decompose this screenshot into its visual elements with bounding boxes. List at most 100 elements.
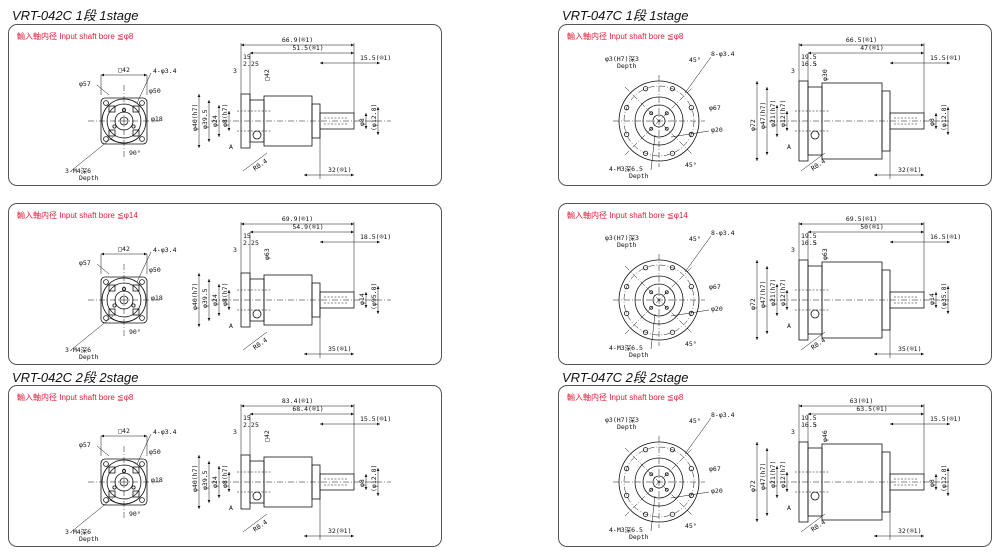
corner-pocket xyxy=(132,466,140,474)
square-flange xyxy=(100,458,148,506)
leader-line xyxy=(670,309,710,317)
leader-line xyxy=(684,56,712,94)
flange-width-label: 19.5 xyxy=(801,53,817,61)
leader-line xyxy=(670,130,710,138)
boss-circle xyxy=(642,283,676,317)
output-pcd-label: (φ95.8) xyxy=(370,283,378,310)
pilot-diameter-label: φ47(h7) xyxy=(759,463,767,490)
leader-line xyxy=(96,445,110,457)
step-width-label: 2.2 xyxy=(243,421,255,429)
mounting-hole xyxy=(688,284,694,290)
mounting-hole xyxy=(139,136,145,142)
pilot-diameter-label: φ47(h7) xyxy=(759,102,767,129)
mounting-hole xyxy=(103,136,109,142)
mounting-hole xyxy=(643,329,649,335)
boss-diameter-label: φ18 xyxy=(151,476,163,484)
pin-hole-depth-label: Depth xyxy=(617,241,637,249)
tap-hole xyxy=(112,124,117,129)
flange-diameter-label: φ63 xyxy=(263,248,271,260)
leader-line xyxy=(70,497,114,533)
output-shaft-label: φ8 xyxy=(928,479,936,487)
body-diameter-label: φ72 xyxy=(749,119,757,131)
body-length-label: 54.9(®1) xyxy=(292,223,323,231)
mounting-hole xyxy=(103,497,109,503)
mounting-hole xyxy=(669,86,675,92)
flange-size-label: □42 xyxy=(118,66,130,74)
pcd-label: φ67 xyxy=(709,104,721,112)
pcd-circle xyxy=(623,85,695,157)
mounting-hole xyxy=(688,131,694,137)
boss-diameter-label: φ21(h7) xyxy=(769,279,777,306)
output-pcd-label: (φ12.8) xyxy=(370,104,378,131)
tap-label: 3-M4深6 xyxy=(65,166,91,175)
flange-width-label: 15 xyxy=(243,53,251,61)
pilot-diameter-label: φ39.5 xyxy=(201,109,209,129)
leader-line xyxy=(70,136,114,172)
pilot-circle xyxy=(106,103,142,139)
flange-width-label: 15 xyxy=(243,414,251,422)
small-step-label: 3 xyxy=(791,428,795,436)
mounting-holes-label: 4-φ3.4 xyxy=(153,428,177,436)
mounting-hole xyxy=(103,461,109,467)
angle-arc xyxy=(109,136,140,144)
pilot-circle xyxy=(106,464,142,500)
leader-line xyxy=(136,72,152,104)
input-shaft-bore-note: 輸入軸内径 Input shaft bore ≦φ8 xyxy=(567,32,684,41)
boss-diameter-label: φ24 xyxy=(211,115,219,127)
output-shaft-label: φ8 xyxy=(358,118,366,126)
output-shaft xyxy=(889,291,925,309)
panel-2-title: VRT-047C 1段 1stage xyxy=(562,8,689,23)
shaft-length-label: 15.5(®1) xyxy=(930,415,961,423)
shaft-length-label: 15.5(®1) xyxy=(360,54,391,62)
corner-pocket xyxy=(108,129,116,137)
output-shaft xyxy=(889,473,925,491)
angle-label: 90° xyxy=(129,328,141,336)
step-width-label: 16.5 xyxy=(801,421,817,429)
clamp-screw xyxy=(810,309,820,319)
mounting-hole xyxy=(688,310,694,316)
leader-line xyxy=(670,491,710,499)
output-pcd-label: (φ12.8) xyxy=(940,104,948,131)
shaft-diameter-label: φ12(h7) xyxy=(779,461,787,488)
input-shaft-bore-note: 輸入軸内径 Input shaft bore ≦φ14 xyxy=(567,211,688,220)
output-pcd-label: (φ35.8) xyxy=(940,283,948,310)
mounting-hole xyxy=(624,310,630,316)
body-diameter-label: φ40(h7) xyxy=(191,104,199,131)
mounting-holes-label: 8-φ3.4 xyxy=(711,411,735,419)
step-width-label: 16.5 xyxy=(801,60,817,68)
flange-outer-circle xyxy=(618,80,700,162)
tap-label: 4-M3深6.5 xyxy=(609,164,643,173)
small-step-label: 3 xyxy=(233,67,237,75)
chamfer-label: R0.4 xyxy=(252,336,269,352)
technical-drawing: φ3(H7)深3Depth45°8-φ3.4φ67φ2045°4-M3深6.5D… xyxy=(605,215,961,359)
pilot-diameter-label: φ39.5 xyxy=(201,470,209,490)
step-width-label: 5 xyxy=(813,239,817,247)
flange-diameter-label: □42 xyxy=(263,69,271,81)
tap-hole xyxy=(664,126,669,131)
output-shaft-label: φ8 xyxy=(358,479,366,487)
body-diameter-label: φ72 xyxy=(749,480,757,492)
pin-hole-label: φ3(H7)深3 xyxy=(605,233,639,242)
flange-outer-circle xyxy=(618,259,700,341)
step-width-label: 16.5 xyxy=(801,239,817,247)
mounting-holes-label: 8-φ3.4 xyxy=(711,50,735,58)
angle-label: 45° xyxy=(685,340,697,348)
input-shaft-bore-note: 輸入軸内径 Input shaft bore ≦φ8 xyxy=(567,393,684,402)
overall-length-label: 66.5(®1) xyxy=(846,36,877,44)
flange-diameter-label: φ46 xyxy=(821,430,829,442)
mounting-hole xyxy=(139,461,145,467)
leader-line xyxy=(800,152,826,172)
pin-hole-depth-label: Depth xyxy=(617,62,637,70)
leader-line xyxy=(70,315,114,351)
mounting-hole xyxy=(688,466,694,472)
mounting-hole xyxy=(624,284,630,290)
tap-hole xyxy=(649,472,654,477)
angle-label: 45° xyxy=(689,56,701,64)
mounting-hole xyxy=(624,492,630,498)
tap-depth-label: Depth xyxy=(79,174,99,182)
mounting-hole xyxy=(139,279,145,285)
